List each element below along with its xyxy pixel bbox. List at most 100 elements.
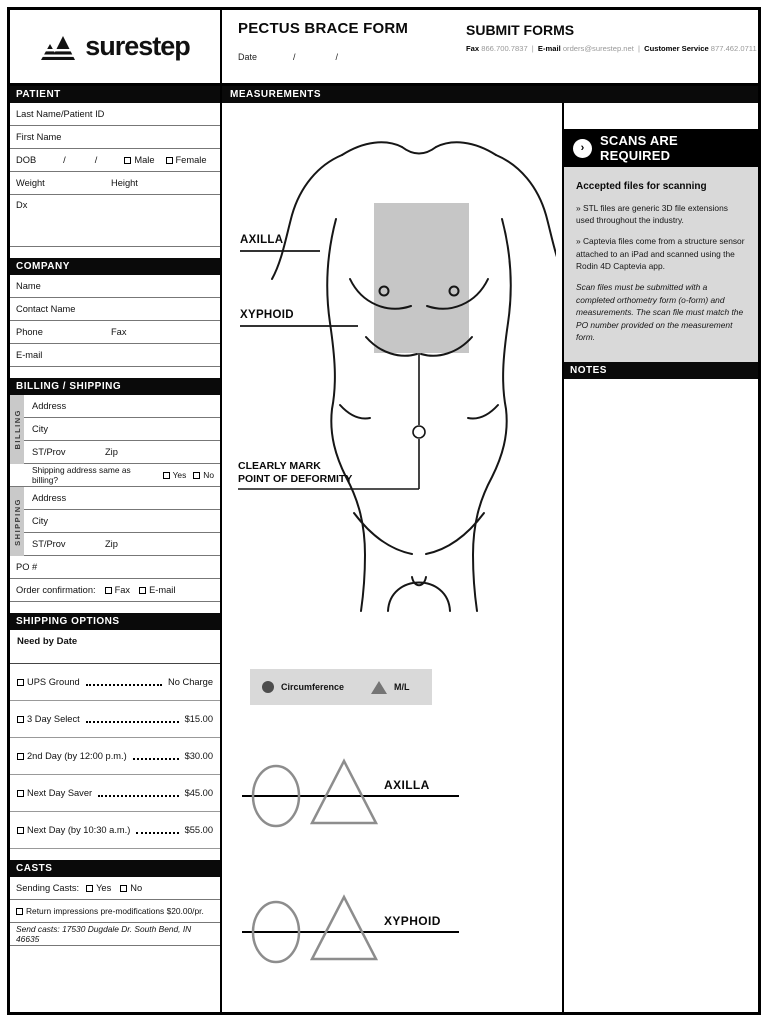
customer-service-label: Customer Service [644, 44, 709, 53]
ups-ground-label: UPS Ground [27, 677, 80, 687]
same-as-billing-question: Shipping address same as billing? [32, 465, 131, 485]
contact-separator: | [531, 44, 534, 53]
field-return-impressions[interactable]: Return impressions pre-modifications $20… [10, 900, 220, 923]
dotted-leader [132, 758, 179, 760]
field-first-name[interactable]: First Name [10, 126, 220, 149]
last-name-label: Last Name/Patient ID [16, 109, 105, 119]
email-contact-value[interactable]: orders@surestep.net [562, 44, 634, 53]
shipping-city-label: City [32, 516, 49, 526]
option-next-day-saver[interactable]: Next Day Saver $45.00 [10, 775, 220, 812]
xyphoid-ml-shape [309, 894, 379, 961]
female-label: Female [175, 155, 207, 165]
field-billing-address[interactable]: Address [24, 395, 220, 418]
sending-casts-label: Sending Casts: [16, 883, 80, 893]
field-po-number[interactable]: PO # [10, 556, 220, 579]
field-shipping-city[interactable]: City [24, 510, 220, 533]
checkbox-female[interactable] [165, 156, 173, 164]
confirm-fax-label: Fax [114, 585, 131, 595]
billing-zip-label: Zip [105, 447, 118, 457]
field-sending-casts[interactable]: Sending Casts: Yes No [10, 877, 220, 900]
checkbox-confirm-fax[interactable] [104, 586, 112, 594]
date-field[interactable]: Date / / [238, 52, 466, 62]
deformity-label-line1: CLEARLY MARK [238, 460, 321, 472]
ml-triangle-icon [371, 680, 388, 694]
option-2nd-day[interactable]: 2nd Day (by 12:00 p.m.) $30.00 [10, 738, 220, 775]
accepted-files-title: Accepted files for scanning [576, 181, 707, 192]
date-label: Date [238, 52, 258, 62]
checkbox-return-impressions[interactable] [16, 907, 23, 915]
billing-tab-label: BILLING [12, 409, 22, 450]
field-last-name[interactable]: Last Name/Patient ID [10, 103, 220, 126]
checkbox-same-yes[interactable] [162, 471, 170, 479]
surestep-mountain-icon [40, 35, 79, 60]
field-shipping-st-zip[interactable]: ST/Prov Zip [24, 533, 220, 556]
field-billing-st-zip[interactable]: ST/Prov Zip [24, 441, 220, 464]
checkbox-confirm-email[interactable] [139, 586, 147, 594]
scans-required-title: SCANS ARE REQUIRED [600, 133, 678, 163]
scan-submission-note: Scan files must be submitted with a comp… [576, 281, 744, 343]
checkbox-2nd-day[interactable] [17, 752, 24, 760]
shipping-side-tab: SHIPPING [10, 487, 24, 556]
option-next-day[interactable]: Next Day (by 10:30 a.m.) $55.00 [10, 812, 220, 849]
field-need-by-date[interactable]: Need by Date [10, 630, 220, 664]
measurements-section-header: MEASUREMENTS [222, 86, 758, 103]
field-order-confirmation[interactable]: Order confirmation: Fax E-mail [10, 579, 220, 602]
order-confirmation-label: Order confirmation: [16, 585, 96, 595]
field-contact-name[interactable]: Contact Name [10, 298, 220, 321]
form-header: surestep PECTUS BRACE FORM Date / / SUBM… [10, 10, 758, 86]
date-slash-1: / [293, 52, 296, 62]
form-title-block: PECTUS BRACE FORM Date / / [222, 10, 466, 83]
field-weight-height[interactable]: Weight Height [10, 172, 220, 195]
sternum-highlight-region[interactable] [374, 203, 469, 353]
scanning-info-panel: Accepted files for scanning » STL files … [564, 167, 758, 362]
logo-text: surestep [85, 31, 191, 61]
checkbox-next-day-saver[interactable] [17, 789, 24, 797]
option-3-day-select[interactable]: 3 Day Select $15.00 [10, 701, 220, 738]
same-yes-label: Yes [172, 470, 187, 480]
company-email-label: E-mail [16, 350, 43, 360]
axilla-measurement-row[interactable]: AXILLA [224, 743, 556, 829]
deformity-marker[interactable] [238, 353, 426, 490]
checkbox-male[interactable] [124, 156, 132, 164]
company-name-label: Name [16, 281, 41, 291]
contact-info: Fax 866.700.7837 | E-mail orders@sureste… [466, 44, 757, 53]
field-shipping-address[interactable]: Address [24, 487, 220, 510]
billing-shipping-section-header: BILLING / SHIPPING [10, 378, 220, 395]
sending-no-label: No [130, 883, 143, 893]
phone-label: Phone [16, 327, 43, 337]
send-casts-address: Send casts: 17530 Dugdale Dr. South Bend… [10, 923, 220, 946]
xyphoid-measurement-row[interactable]: XYPHOID [224, 879, 556, 965]
dotted-leader [98, 795, 179, 797]
field-phone-fax[interactable]: Phone Fax [10, 321, 220, 344]
checkbox-same-no[interactable] [193, 471, 201, 479]
male-label: Male [134, 155, 155, 165]
section-spacer [10, 367, 220, 378]
field-company-name[interactable]: Name [10, 275, 220, 298]
field-dx[interactable]: Dx [10, 195, 220, 247]
field-company-email[interactable]: E-mail [10, 344, 220, 367]
email-contact-label: E-mail [537, 44, 561, 53]
checkbox-sending-no[interactable] [120, 884, 128, 892]
field-dob-sex[interactable]: DOB / / Male Female [10, 149, 220, 172]
billing-city-label: City [32, 424, 49, 434]
field-shipping-same-as-billing[interactable]: Shipping address same as billing? Yes No [10, 464, 220, 487]
notes-writing-area[interactable] [564, 378, 758, 1012]
next-day-price: $55.00 [184, 825, 213, 835]
fax-contact-label: Fax [466, 44, 480, 53]
dob-slash-2: / [94, 155, 98, 165]
surestep-logo: surestep [10, 10, 222, 83]
checkbox-ups-ground[interactable] [17, 678, 24, 686]
field-billing-city[interactable]: City [24, 418, 220, 441]
xyphoid-diagram-label: XYPHOID [240, 309, 294, 321]
option-ups-ground[interactable]: UPS Ground No Charge [10, 664, 220, 701]
checkbox-sending-yes[interactable] [86, 884, 94, 892]
3-day-select-label: 3 Day Select [27, 714, 80, 724]
checkbox-3-day-select[interactable] [17, 715, 24, 723]
left-form-column: PATIENT Last Name/Patient ID First Name … [10, 86, 222, 1012]
torso-outline [271, 141, 556, 612]
checkbox-next-day[interactable] [17, 826, 24, 834]
dotted-leader [85, 721, 179, 723]
dotted-leader [85, 684, 163, 686]
dob-slash-1: / [63, 155, 66, 165]
patient-section-header: PATIENT [10, 86, 220, 103]
